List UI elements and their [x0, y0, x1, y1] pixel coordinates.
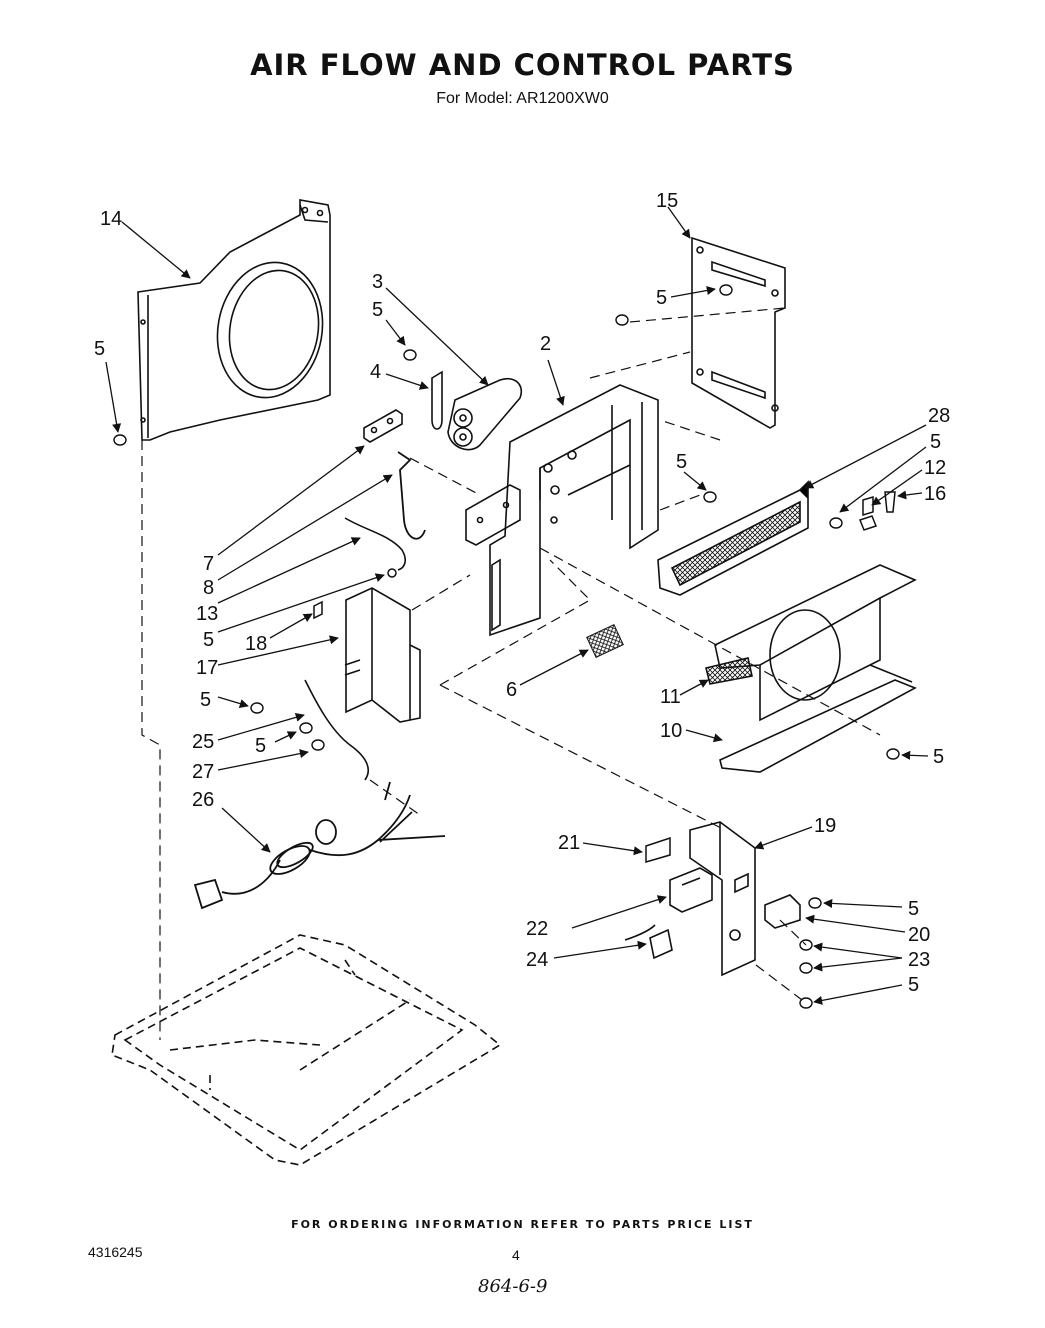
callout-5: 5 [200, 689, 211, 711]
callout-5: 5 [930, 431, 941, 453]
callout-6: 6 [506, 679, 517, 701]
part-thermostat [764, 894, 801, 929]
callout-20: 20 [908, 924, 930, 946]
ordering-info-note: FOR ORDERING INFORMATION REFER TO PARTS … [291, 1218, 754, 1231]
part-thermostat-switch [624, 924, 673, 960]
callout-leaders [105, 206, 929, 1005]
callout-21: 21 [558, 832, 580, 854]
callout-5: 5 [372, 299, 383, 321]
page-number: 4 [512, 1247, 520, 1263]
callout-5: 5 [656, 287, 667, 309]
part-capacitor-strap [431, 370, 443, 430]
part-front-grille-panel [137, 199, 331, 441]
page-title: AIR FLOW AND CONTROL PARTS [250, 48, 795, 82]
part-main-control-bracket [465, 384, 659, 637]
callout-19: 19 [814, 815, 836, 837]
part-ground-wire [344, 517, 407, 571]
screw [387, 568, 397, 578]
part-switch-bracket [645, 836, 671, 863]
callout-10: 10 [660, 720, 682, 742]
callout-5: 5 [908, 974, 919, 996]
callout-8: 8 [203, 577, 214, 599]
callout-18: 18 [245, 633, 267, 655]
callout-labels: 14 15 3 5 5 5 2 4 28 5 5 12 16 7 8 13 5 … [94, 190, 950, 996]
part-fasteners [859, 491, 896, 531]
callout-5: 5 [933, 746, 944, 768]
callout-5: 5 [203, 629, 214, 651]
callout-25: 25 [192, 731, 214, 753]
callout-5: 5 [255, 735, 266, 757]
part-capacitor [447, 378, 522, 451]
screw-fasteners [113, 284, 900, 1009]
callout-27: 27 [192, 761, 214, 783]
assembly-lines [141, 307, 881, 1040]
callout-26: 26 [192, 789, 214, 811]
handwritten-note: 864-6-9 [478, 1276, 548, 1297]
part-switch-mounting-plate [689, 821, 756, 977]
part-blower-assembly [705, 564, 917, 773]
callout-2: 2 [540, 333, 551, 355]
part-relay [363, 409, 403, 443]
callout-5: 5 [94, 338, 105, 360]
part-control-wire [304, 679, 369, 781]
callout-16: 16 [924, 483, 946, 505]
callout-28: 28 [928, 405, 950, 427]
callout-5: 5 [676, 451, 687, 473]
part-power-cord [193, 781, 446, 910]
callout-23: 23 [908, 949, 930, 971]
part-control-box [344, 587, 421, 723]
document-number: 4316245 [88, 1244, 143, 1260]
model-subtitle: For Model: AR1200XW0 [436, 90, 609, 107]
callout-14: 14 [100, 208, 122, 230]
part-filter-pad [586, 624, 624, 658]
part-base-pan [111, 934, 502, 1166]
callout-13: 13 [196, 603, 218, 625]
callout-17: 17 [196, 657, 218, 679]
callout-11: 11 [660, 686, 681, 708]
callout-7: 7 [203, 553, 214, 575]
part-side-bracket-plate [691, 236, 786, 429]
callout-15: 15 [656, 190, 678, 212]
part-wire-harness-link [397, 451, 426, 540]
callout-24: 24 [526, 949, 548, 971]
part-vent-grille [657, 480, 809, 596]
callout-12: 12 [924, 457, 946, 479]
callout-3: 3 [372, 271, 383, 293]
part-selector-switch [669, 867, 713, 913]
part-clip [313, 600, 323, 620]
callout-22: 22 [526, 918, 548, 940]
callout-4: 4 [370, 361, 381, 383]
callout-5: 5 [908, 898, 919, 920]
